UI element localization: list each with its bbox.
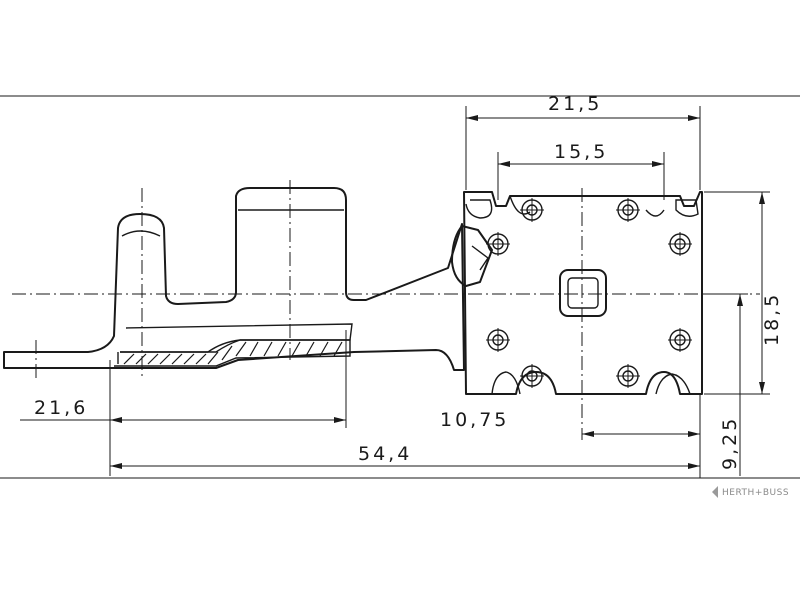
hatching bbox=[123, 341, 343, 365]
herth-buss-logo-icon: HERTH+BUSS bbox=[712, 486, 789, 498]
brand-label: HERTH+BUSS bbox=[722, 488, 789, 498]
notch-top-left bbox=[465, 199, 493, 219]
dim-offset-center: 10,75 bbox=[440, 409, 509, 431]
notch-inner-top-right bbox=[645, 209, 665, 217]
flange-outline bbox=[451, 225, 493, 287]
notch-top-right bbox=[675, 199, 699, 217]
plate-outline bbox=[463, 191, 703, 395]
flange-detail bbox=[471, 245, 489, 271]
dim-width-inner: 15,5 bbox=[554, 141, 608, 163]
dim-height-right: 18,5 bbox=[761, 292, 783, 346]
dim-total-length: 54,4 bbox=[358, 443, 412, 465]
terminal-outline bbox=[3, 187, 465, 371]
dim-width-top: 21,5 bbox=[548, 93, 602, 115]
dimension-lines bbox=[20, 106, 770, 478]
crimp-strip-outline bbox=[120, 323, 353, 353]
crimp-strip-lower bbox=[114, 339, 351, 367]
notch-bottom-right bbox=[655, 373, 691, 395]
tab-inner-line bbox=[121, 230, 161, 237]
dim-offset-vertical: 9,25 bbox=[719, 416, 741, 470]
side-profile bbox=[3, 180, 760, 380]
dim-length-left: 21,6 bbox=[34, 397, 88, 419]
notch-bottom-left bbox=[491, 371, 521, 395]
front-plate bbox=[463, 188, 703, 440]
center-square-outer bbox=[559, 269, 607, 317]
center-square-inner bbox=[567, 277, 599, 309]
